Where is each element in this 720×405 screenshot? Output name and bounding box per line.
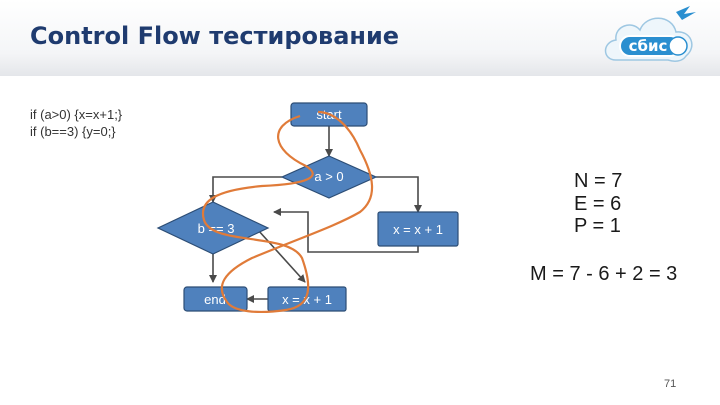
cyclomatic-formula: M = 7 - 6 + 2 = 3 — [530, 263, 678, 285]
node-end-label: end — [204, 292, 226, 307]
metric-p: P = 1 — [574, 215, 621, 237]
slide-title: Control Flow тестирование — [30, 22, 400, 50]
edge-x-to-merge — [273, 208, 419, 253]
metric-n: N = 7 — [574, 170, 623, 192]
title-bar — [0, 0, 720, 76]
sbis-logo: сбис — [604, 6, 696, 62]
code-line-1: if (a>0) {x=x+1;} — [30, 107, 123, 122]
highlighted-path-curve — [201, 110, 374, 314]
edge-a-false-to-b — [209, 176, 282, 203]
code-snippet: if (a>0) {x=x+1;} if (b==3) {y=0;} — [30, 106, 122, 140]
graph-metrics: N = 7 E = 6 P = 1 — [574, 170, 622, 238]
node-cond-a-label: a > 0 — [314, 169, 343, 184]
page-number: 71 — [664, 378, 677, 390]
metric-e: E = 6 — [574, 192, 622, 215]
edge-a-true-to-x — [376, 176, 422, 213]
edge-b-true-to-y — [257, 229, 306, 283]
logo-text: сбис — [629, 37, 668, 55]
code-line-2: if (b==3) {y=0;} — [30, 124, 116, 139]
graph-edges — [209, 126, 422, 303]
node-action-y-label: x = x + 1 — [282, 292, 332, 307]
node-action-y — [267, 286, 347, 312]
logo-globe-icon — [668, 36, 688, 56]
logo-bird-icon — [676, 6, 696, 20]
node-action-x-label: x = x + 1 — [393, 222, 443, 237]
node-cond-b — [156, 201, 270, 255]
node-cond-b-label: b == 3 — [198, 221, 235, 236]
node-action-x — [377, 211, 459, 247]
